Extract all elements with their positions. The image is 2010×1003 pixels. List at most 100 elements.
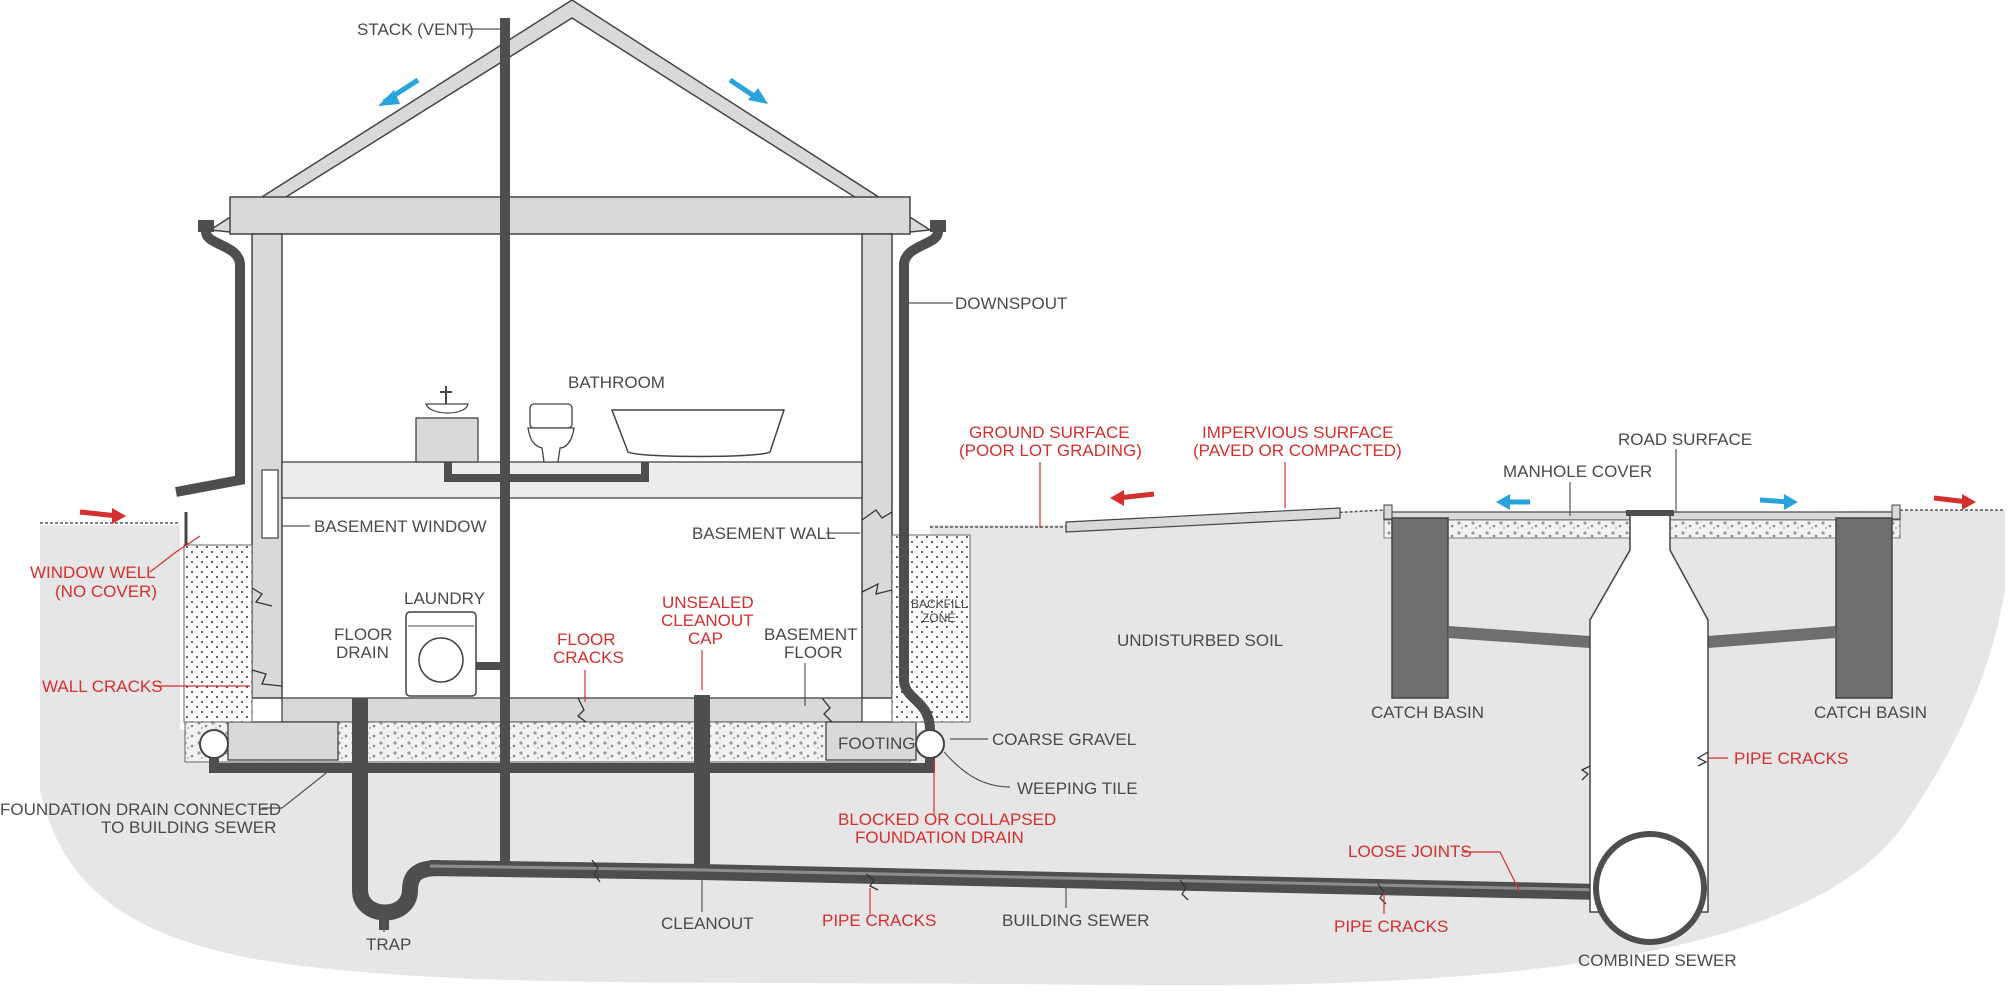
gutter-left <box>198 220 214 232</box>
catch-basin-lead-right <box>1707 626 1837 648</box>
leader-window-well <box>149 535 201 573</box>
weeping-tile-left <box>199 729 229 759</box>
label-stack-vent: STACK (VENT) <box>357 20 474 39</box>
label-window-well-2: (NO COVER) <box>55 582 157 601</box>
leader-lines <box>149 28 1728 932</box>
wall-crack-4 <box>861 582 893 595</box>
pipe-crack-4 <box>1377 883 1387 905</box>
downspout-right-pipe <box>899 230 943 731</box>
manhole-crack-1 <box>1580 765 1591 781</box>
weeping-tile-right <box>915 729 945 759</box>
label-laundry: LAUNDRY <box>404 589 485 608</box>
building-sewer-highlight <box>429 864 1601 892</box>
label-impervious-1: IMPERVIOUS SURFACE <box>1202 423 1393 442</box>
label-basement-wall: BASEMENT WALL <box>692 524 836 543</box>
arrow-right-edge-head <box>1962 494 1976 510</box>
manhole-shaft <box>1589 513 1709 913</box>
curb-right <box>1891 504 1901 520</box>
label-backfill-zone-1: BACKFILL <box>911 597 968 611</box>
leader-foundation-drain <box>262 769 331 809</box>
downspout-left-pipe <box>175 230 245 497</box>
label-unsealed-cap-3: CAP <box>688 629 723 648</box>
impervious-slab <box>1065 507 1341 533</box>
label-pipe-cracks-left: PIPE CRACKS <box>822 911 936 930</box>
leader-loose-joints <box>1462 851 1521 893</box>
manhole-cover <box>1626 510 1674 516</box>
pipe-crack-3 <box>1179 879 1189 901</box>
combined-sewer-pipe <box>1593 831 1707 945</box>
label-floor-drain-1: FLOOR <box>334 625 393 644</box>
label-pipe-cracks-right: PIPE CRACKS <box>1734 749 1848 768</box>
label-road-surface: ROAD SURFACE <box>1618 430 1752 449</box>
label-trap: TRAP <box>366 935 411 954</box>
basement-floor-slab <box>281 697 863 723</box>
building-sewer-pipe <box>429 860 1601 900</box>
arrow-road-left-head <box>1496 494 1510 510</box>
bathroom-drain-pipe <box>444 462 649 482</box>
label-combined-sewer: COMBINED SEWER <box>1578 951 1737 970</box>
label-ground-surface-1: GROUND SURFACE <box>969 423 1130 442</box>
faucet-icon <box>440 386 452 404</box>
label-catch-basin-right: CATCH BASIN <box>1814 703 1927 722</box>
label-floor-cracks-1: FLOOR <box>557 630 616 649</box>
label-backfill-zone-2: ZONE <box>922 611 955 625</box>
backfill-zone-left <box>183 544 253 723</box>
wall-left <box>251 233 283 699</box>
label-bathroom: BATHROOM <box>568 373 665 392</box>
arrow-left-yard-head <box>112 508 126 524</box>
label-catch-basin-left: CATCH BASIN <box>1371 703 1484 722</box>
label-basement-floor-2: FLOOR <box>784 643 843 662</box>
label-floor-drain-2: DRAIN <box>336 643 389 662</box>
floor-drain-pipe <box>352 698 441 921</box>
label-impervious-2: (PAVED OR COMPACTED) <box>1193 441 1402 460</box>
arrow-roof-left-head <box>378 90 400 106</box>
pipe-crack-2 <box>865 873 879 891</box>
manhole-crack-2 <box>1696 751 1709 767</box>
label-undisturbed-soil: UNDISTURBED SOIL <box>1117 631 1283 650</box>
label-unsealed-cap-1: UNSEALED <box>662 593 754 612</box>
label-window-well-1: WINDOW WELL <box>30 563 156 582</box>
label-wall-cracks: WALL CRACKS <box>42 677 163 696</box>
floor-crack-1 <box>577 697 587 723</box>
label-ground-surface-2: (POOR LOT GRADING) <box>959 441 1142 460</box>
footing-right <box>825 721 917 761</box>
sink-vanity <box>415 417 479 463</box>
leader-weeping-tile <box>943 751 1011 788</box>
arrow-left-yard <box>79 509 119 519</box>
label-coarse-gravel: COARSE GRAVEL <box>992 730 1136 749</box>
label-unsealed-cap-2: CLEANOUT <box>661 611 754 630</box>
label-cleanout: CLEANOUT <box>661 914 754 933</box>
catch-basin-lead-left <box>1447 626 1591 648</box>
basement-window <box>261 469 279 539</box>
wall-crack-1 <box>251 587 273 607</box>
label-blocked-drain-1: BLOCKED OR COLLAPSED <box>838 810 1056 829</box>
label-loose-joints: LOOSE JOINTS <box>1348 842 1472 861</box>
label-blocked-drain-2: FOUNDATION DRAIN <box>855 828 1024 847</box>
footing-left <box>227 721 339 761</box>
arrow-ground-head <box>1110 490 1124 506</box>
flow-arrows <box>79 77 1976 524</box>
foundation-drain-pipe <box>209 758 935 773</box>
label-foundation-drain-2: TO BUILDING SEWER <box>101 818 276 837</box>
label-floor-cracks-2: CRACKS <box>553 648 624 667</box>
wall-crack-2 <box>251 669 283 687</box>
label-foundation-drain-1: FOUNDATION DRAIN CONNECTED <box>0 800 281 819</box>
wall-crack-3 <box>861 509 893 521</box>
curb-left <box>1383 504 1393 520</box>
catch-basin-right <box>1835 517 1893 699</box>
floor-crack-2 <box>821 697 833 723</box>
bathtub <box>610 409 786 458</box>
catch-basin-left <box>1391 517 1449 699</box>
toilet-bowl <box>527 427 575 463</box>
arrow-roof-right-head <box>748 88 768 104</box>
washer-door <box>418 637 464 683</box>
label-building-sewer: BUILDING SEWER <box>1002 911 1149 930</box>
gutter-right <box>930 220 946 232</box>
toilet-tank <box>529 403 573 429</box>
wall-right <box>861 233 893 699</box>
label-pipe-cracks-mid: PIPE CRACKS <box>1334 917 1448 936</box>
label-footing: FOOTING <box>838 734 915 753</box>
attic-beam <box>229 196 911 235</box>
arrow-road-right-head <box>1784 494 1798 510</box>
